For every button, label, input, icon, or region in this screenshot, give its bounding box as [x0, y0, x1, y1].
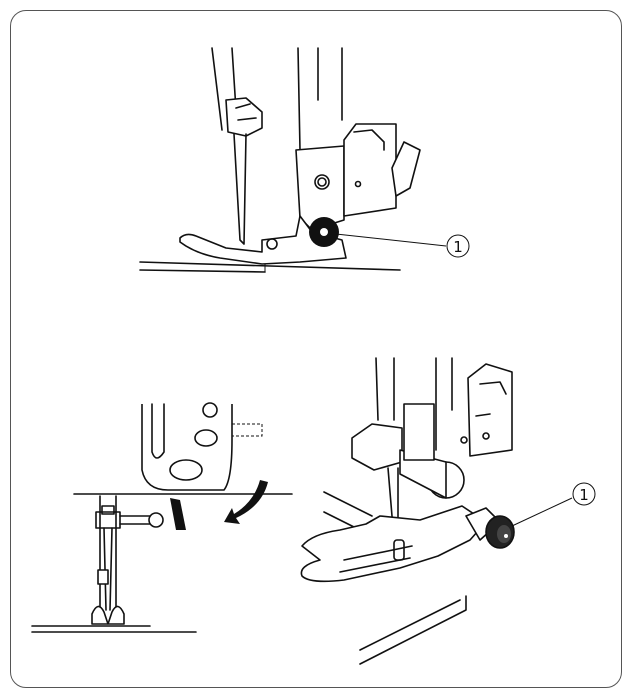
right-button-dot	[504, 534, 508, 538]
top-fabric-line	[140, 270, 265, 272]
bottom-clamp-arm	[120, 516, 150, 524]
machine-head	[142, 404, 232, 490]
bottom-right-presser-foot-illustration: 1	[301, 358, 595, 664]
top-presser-bar	[298, 48, 342, 150]
bottom-needle-collar	[98, 570, 108, 584]
bottom-left-needle-illustration	[32, 403, 292, 632]
top-foot-holder	[344, 124, 396, 216]
right-button-face	[497, 525, 511, 543]
right-shank-block	[404, 404, 434, 460]
bottom-clamp-screw	[149, 513, 163, 527]
head-dashed-lever	[232, 424, 262, 436]
right-holder-dot	[461, 437, 467, 443]
top-needle	[234, 134, 246, 244]
top-callout-leader	[336, 234, 446, 246]
top-presser-foot-illustration: 1	[140, 48, 469, 272]
top-callout-number: 1	[453, 238, 463, 256]
lever-marker	[170, 498, 186, 530]
fabric-lines	[360, 596, 466, 664]
right-foot-holder-top	[468, 364, 512, 456]
bottom-callout-number: 1	[579, 486, 589, 504]
rotation-arrow	[224, 480, 268, 524]
top-button-highlight	[320, 228, 328, 236]
bottom-callout-leader	[512, 498, 572, 526]
right-needle-clamp	[352, 424, 402, 470]
top-needle-clamp	[226, 98, 262, 136]
bottom-needle-shaft	[104, 528, 112, 610]
bottom-foot-toes	[92, 606, 124, 624]
